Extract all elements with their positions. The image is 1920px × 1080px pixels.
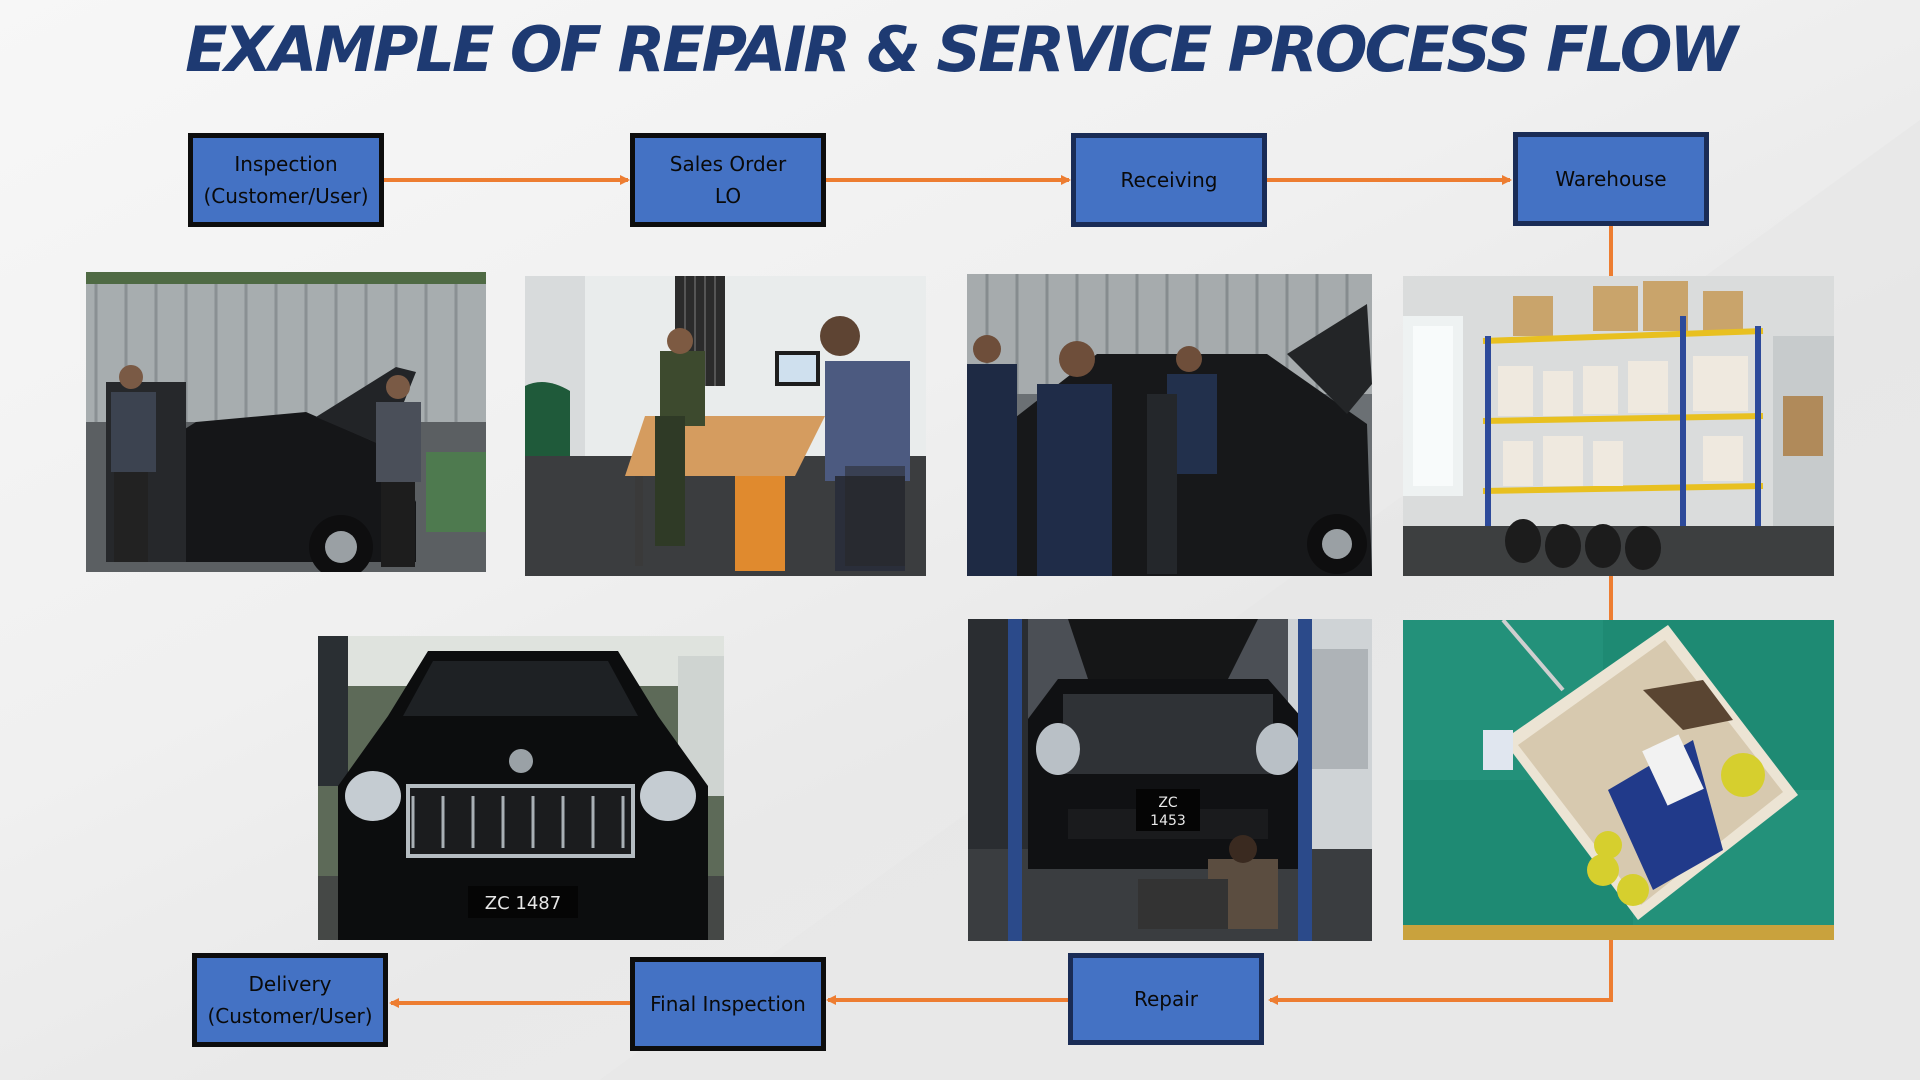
final-car-plate — [468, 886, 578, 918]
step-delivery-line1: Delivery — [248, 972, 332, 996]
step-delivery: Delivery (Customer/User) — [192, 953, 388, 1047]
photo-receiving — [967, 274, 1372, 576]
step-receiving: Receiving — [1071, 133, 1267, 227]
repair-car-plate — [1136, 789, 1200, 831]
step-inspection: Inspection (Customer/User) — [188, 133, 384, 227]
step-repair: Repair — [1068, 953, 1264, 1045]
photo-repair: ZC 1453 — [968, 619, 1372, 941]
repair-plate-bottom: 1453 — [1150, 813, 1186, 829]
photo-final-car: ZC 1487 — [318, 636, 724, 940]
step-inspection-line2: (Customer/User) — [203, 184, 369, 208]
step-inspection-line1: Inspection — [234, 152, 338, 176]
arrow-photo-to-repair — [1268, 938, 1613, 1005]
photo-inspection — [86, 272, 486, 572]
repair-plate-top: ZC — [1158, 795, 1178, 811]
step-sales-order-line2: LO — [714, 184, 742, 208]
photo-sales-order — [525, 276, 926, 576]
step-sales-order: Sales Order LO — [630, 133, 826, 227]
photo-warehouse — [1403, 276, 1834, 576]
step-receiving-label: Receiving — [1120, 168, 1218, 192]
step-warehouse-label: Warehouse — [1555, 167, 1667, 191]
step-delivery-line2: (Customer/User) — [207, 1004, 373, 1028]
step-sales-order-line1: Sales Order — [669, 152, 787, 176]
step-repair-label: Repair — [1133, 987, 1199, 1011]
final-car-plate-text: ZC 1487 — [485, 893, 561, 914]
photo-parts-box — [1403, 620, 1834, 940]
step-final-inspection: Final Inspection — [630, 957, 826, 1051]
step-warehouse: Warehouse — [1513, 132, 1709, 226]
page-title: EXAMPLE OF REPAIR & SERVICE PROCESS FLOW — [185, 13, 1738, 86]
step-final-inspection-label: Final Inspection — [650, 992, 806, 1016]
